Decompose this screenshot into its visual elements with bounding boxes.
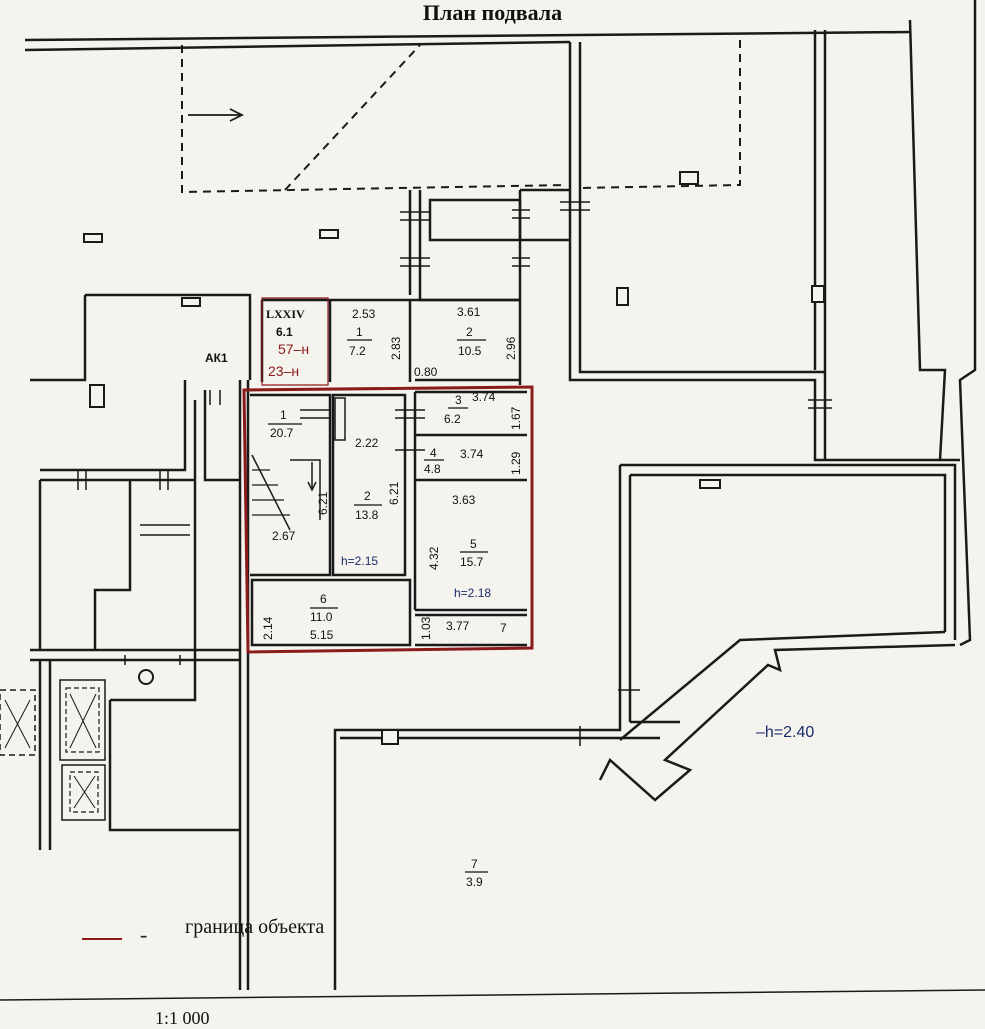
- arrow-down-icon: [307, 462, 317, 492]
- label-height-2-18: h=2.18: [454, 586, 491, 600]
- label-obj-room-5-area: 15.7: [460, 555, 484, 569]
- label-dim-4-32: 4.32: [427, 546, 441, 570]
- label-dim-3-61: 3.61: [457, 305, 481, 319]
- label-dim-5-15: 5.15: [310, 628, 334, 642]
- object-boundary: [242, 385, 534, 654]
- plan-title: План подвала: [422, 0, 563, 25]
- label-room-7-area: 3.9: [466, 875, 483, 889]
- label-dim-0-80: 0.80: [414, 365, 438, 379]
- label-height-2-40: –h=2.40: [756, 724, 814, 741]
- label-dim-2-14: 2.14: [261, 616, 275, 640]
- arrow-right-icon: [188, 108, 245, 122]
- label-obj-room-2-num: 2: [364, 489, 371, 503]
- label-ak1: АК1: [205, 351, 228, 365]
- legend-text: граница объекта: [185, 916, 325, 938]
- label-dim-1-29: 1.29: [509, 451, 523, 475]
- label-room-2-area: 10.5: [458, 344, 482, 358]
- label-dim-2-96: 2.96: [504, 336, 518, 360]
- label-obj-room-3-num: 3: [455, 393, 462, 407]
- label-area-6-1: 6.1: [276, 325, 293, 339]
- label-obj-room-2-area: 13.8: [355, 508, 379, 522]
- label-dim-2-67: 2.67: [272, 529, 296, 543]
- legend-boundary-swatch: [82, 938, 122, 940]
- label-room-1-num: 1: [356, 325, 363, 339]
- label-dim-2-22: 2.22: [355, 436, 379, 450]
- label-room-23n: 23–н: [268, 363, 299, 379]
- label-obj-room-1-num: 1: [280, 408, 287, 422]
- label-obj-room-5-num: 5: [470, 537, 477, 551]
- markers: [83, 171, 825, 745]
- label-room-57n: 57–н: [278, 341, 309, 357]
- label-height-2-15: h=2.15: [341, 554, 378, 568]
- room-lxxiv-outline: [261, 297, 329, 386]
- label-dim-1-03: 1.03: [419, 616, 433, 640]
- walls: [0, 0, 977, 990]
- label-dim-3-77: 3.77: [446, 619, 470, 633]
- label-obj-room-6-num: 6: [320, 592, 327, 606]
- label-room-2-num: 2: [466, 325, 473, 339]
- label-dim-3-74-b: 3.74: [460, 447, 484, 461]
- label-room-1-area: 7.2: [349, 344, 366, 358]
- scale-text: 1:1 000: [155, 1008, 210, 1028]
- label-room-7-num: 7: [471, 857, 478, 871]
- label-dim-6-21-a: 6.21: [316, 491, 330, 515]
- frame-bottom-line: [0, 989, 985, 1001]
- label-obj-room-3-area: 6.2: [444, 412, 461, 426]
- label-obj-room-4-area: 4.8: [424, 462, 441, 476]
- label-dim-3-74-a: 3.74: [472, 390, 496, 404]
- label-dim-6-21-b: 6.21: [387, 481, 401, 505]
- label-dim-2-83: 2.83: [389, 336, 403, 360]
- label-dim-1-67: 1.67: [509, 406, 523, 430]
- fraction-lines: [268, 339, 488, 873]
- legend-dash: -: [140, 922, 148, 947]
- label-obj-room-6-area: 11.0: [310, 610, 333, 624]
- door-ticks: [77, 201, 832, 746]
- label-obj-room-4-num: 4: [430, 446, 437, 460]
- label-dim-3-63: 3.63: [452, 493, 476, 507]
- label-dim-2-53: 2.53: [352, 307, 376, 321]
- label-obj-room-7-num: 7: [500, 621, 507, 635]
- label-obj-room-1-area: 20.7: [270, 426, 294, 440]
- label-lxxiv: LXXIV: [266, 307, 305, 321]
